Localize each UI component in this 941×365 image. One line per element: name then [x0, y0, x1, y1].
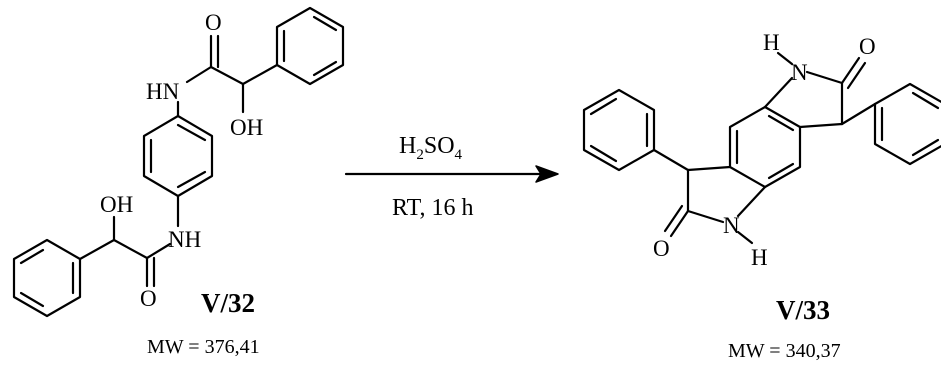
- product-top-nh-bond: [776, 51, 794, 66]
- product-left-phenyl-ring: [582, 88, 656, 172]
- reactant-molecular-weight: MW = 376,41: [147, 336, 260, 358]
- reactant-bottom-amide-bond: [145, 242, 172, 260]
- reactant-structure: O HN OH OH NH O: [12, 6, 345, 318]
- reactant-bottom-ch-phenyl-bond: [78, 238, 116, 261]
- reactant-central-benzene-ring: [142, 114, 214, 198]
- reactant-top-ch-carbonyl-bond: [209, 65, 245, 86]
- product-bottom-ch-ring-bond: [686, 165, 732, 172]
- product-top-n-ring-bond: [763, 76, 794, 109]
- product-top-nitrogen-label: N: [791, 60, 808, 85]
- reactant-top-ch-phenyl-bond: [241, 63, 279, 86]
- product-top-ch-ring-bond: [798, 122, 844, 129]
- reagent-label: H2SO4: [399, 133, 463, 163]
- product-bottom-nh-bond: [736, 230, 754, 245]
- product-top-co-double-bond-a: [840, 56, 861, 85]
- product-bottom-ch-phenyl-bond: [652, 148, 690, 172]
- reactant-compound-id: V/32: [201, 288, 255, 318]
- product-bottom-nitrogen-label: N: [723, 213, 740, 238]
- reactant-bottom-oh-label: OH: [100, 192, 133, 217]
- reactant-bottom-nh-label: NH: [168, 227, 201, 252]
- reactant-top-phenyl-ring: [275, 6, 345, 86]
- product-molecular-weight: MW = 340,37: [728, 340, 841, 362]
- product-bottom-co-double-bond-a: [669, 209, 690, 238]
- reactant-bottom-ch-carbonyl-bond: [112, 238, 149, 260]
- product-bottom-n-ring-bond: [736, 185, 767, 218]
- product-bottom-carbonyl-n-bond: [686, 209, 725, 224]
- reaction-conditions-label: RT, 16 h: [392, 195, 473, 221]
- product-top-co-double-bond-b: [846, 61, 867, 90]
- product-bottom-co-double-bond-b: [663, 204, 684, 233]
- reactant-top-oh-label: OH: [230, 115, 263, 140]
- reagent-subscript-2: 2: [416, 147, 424, 163]
- reactant-bottom-oxygen-label: O: [140, 286, 157, 311]
- reagent-subscript-4: 4: [455, 147, 463, 163]
- product-bottom-hydrogen-label: H: [751, 245, 768, 270]
- reagent-so: SO: [424, 133, 455, 159]
- reactant-top-hn-label: HN: [146, 79, 180, 104]
- product-central-benzene-ring: [728, 105, 802, 189]
- product-top-n-carbonyl-bond: [805, 70, 844, 85]
- product-compound-id: V/33: [776, 295, 830, 325]
- reactant-top-amide-bond: [185, 65, 213, 84]
- reactant-top-oxygen-label: O: [205, 10, 222, 35]
- reactant-bottom-phenyl-ring: [12, 238, 82, 318]
- reagent-h: H: [399, 133, 416, 159]
- product-top-oxygen-label: O: [859, 34, 876, 59]
- product-top-hydrogen-label: H: [763, 30, 780, 55]
- product-bottom-oxygen-label: O: [653, 236, 670, 261]
- product-right-phenyl-ring: [873, 82, 941, 166]
- product-top-ch-phenyl-bond: [840, 102, 877, 126]
- product-structure: H N O N H O: [582, 30, 941, 270]
- reaction-arrow: [344, 165, 559, 183]
